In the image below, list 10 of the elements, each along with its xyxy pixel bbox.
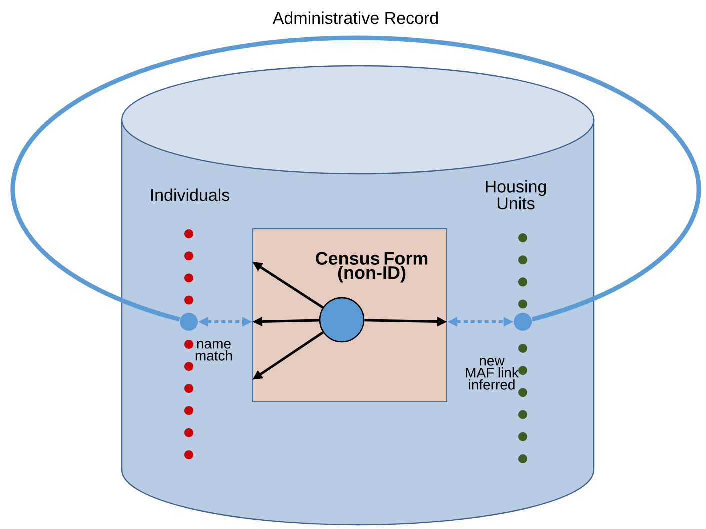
column-heading: Housing Units (486, 180, 546, 210)
circle (180, 312, 198, 331)
circle (319, 297, 365, 343)
edge-label: new MAF link inferred (466, 358, 519, 390)
title: Administrative Record (272, 12, 438, 24)
column-heading: Individuals (151, 188, 230, 202)
ring-line (10, 36, 702, 322)
edge-label: name match (196, 341, 232, 361)
form-box: Census Form (non-ID) (252, 228, 448, 402)
circle (514, 312, 532, 331)
